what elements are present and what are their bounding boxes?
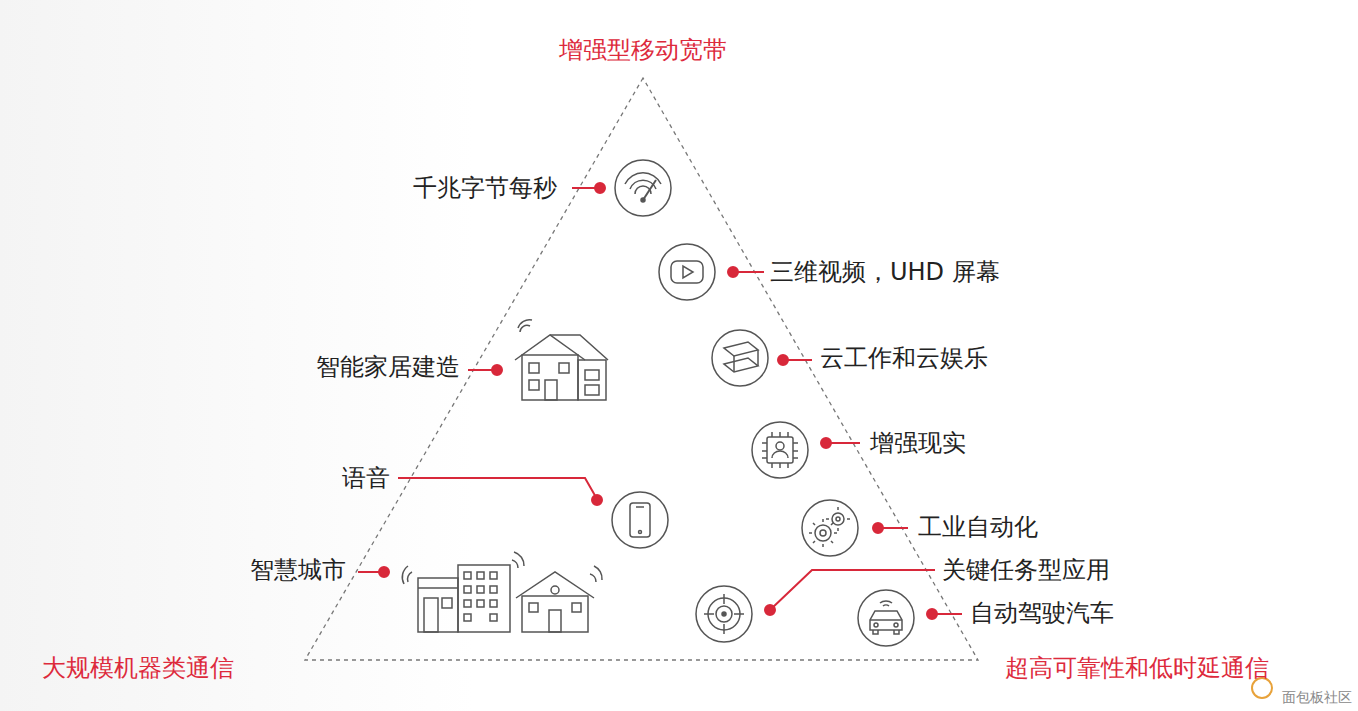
phone-icon [612,492,668,548]
target-icon [696,586,752,642]
feature-label: 千兆字节每秒 [413,174,557,203]
house-icon [515,320,608,400]
feature-label: 增强现实 [870,429,966,458]
category-label: 大规模机器类通信 [42,654,234,683]
feature-label: 工业自动化 [918,513,1038,542]
watermark: 面包板社区 [1282,689,1352,706]
ar-icon [752,422,808,478]
feature-label: 智能家居建造 [316,353,460,382]
car-icon [858,590,914,646]
city-icon [402,552,602,632]
leader-lines [358,183,962,619]
feature-label: 语音 [342,464,390,493]
feature-label: 关键任务型应用 [942,556,1110,585]
feature-label: 自动驾驶汽车 [970,599,1114,628]
speed-icon [615,160,671,216]
feature-label: 智慧城市 [250,556,346,585]
feature-label: 云工作和云娱乐 [820,344,988,373]
gear-icon [802,500,858,556]
icons [402,160,914,646]
category-label: 超高可靠性和低时延通信 [1005,654,1269,683]
video-icon [659,244,715,300]
category-label: 增强型移动宽带 [559,36,727,65]
cloud-icon [712,330,768,386]
feature-label: 三维视频，UHD 屏幕 [770,258,1000,287]
